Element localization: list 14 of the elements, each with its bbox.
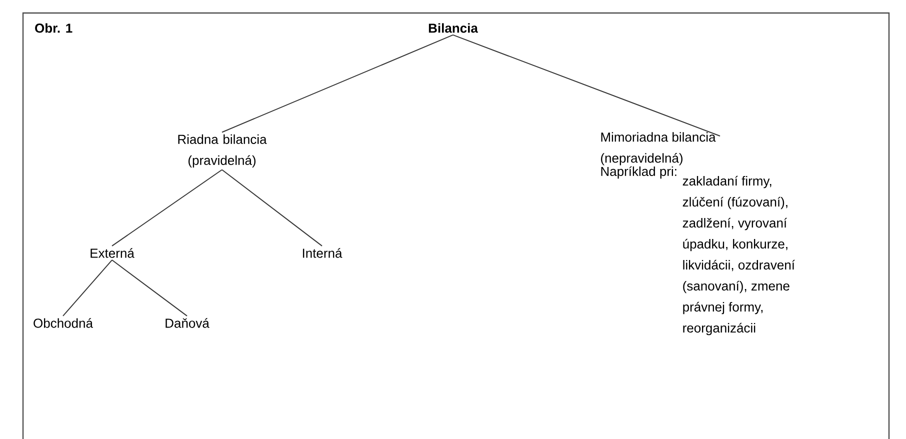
root-heading: Bilancia [428,23,478,33]
branch-label: Obchodná [34,318,93,328]
tree-line [222,169,322,246]
tree-line [452,34,720,136]
branch-label: Externá [90,248,134,258]
figure-number: Obr. 1 [35,23,72,33]
tree-line [62,260,112,316]
tree-line [112,260,188,316]
branch-label: Mimoriadna bilancia (nepravidelná) Napríklad pri: zakladaní firmy, zlúčení (fúzovaní), zadlžení, vyrovaní úpadku, konkurze, likvidácii, ozdravení (sanovaní), zmene právnej formy, reorganizácii [601,132,795,336]
tree-line [112,169,222,246]
tree-line [222,34,454,133]
branch-label: Interná [302,248,342,258]
branch-label: Daňová [166,318,210,328]
branch-label: Riadna bilancia (pravidelná) [178,134,267,168]
